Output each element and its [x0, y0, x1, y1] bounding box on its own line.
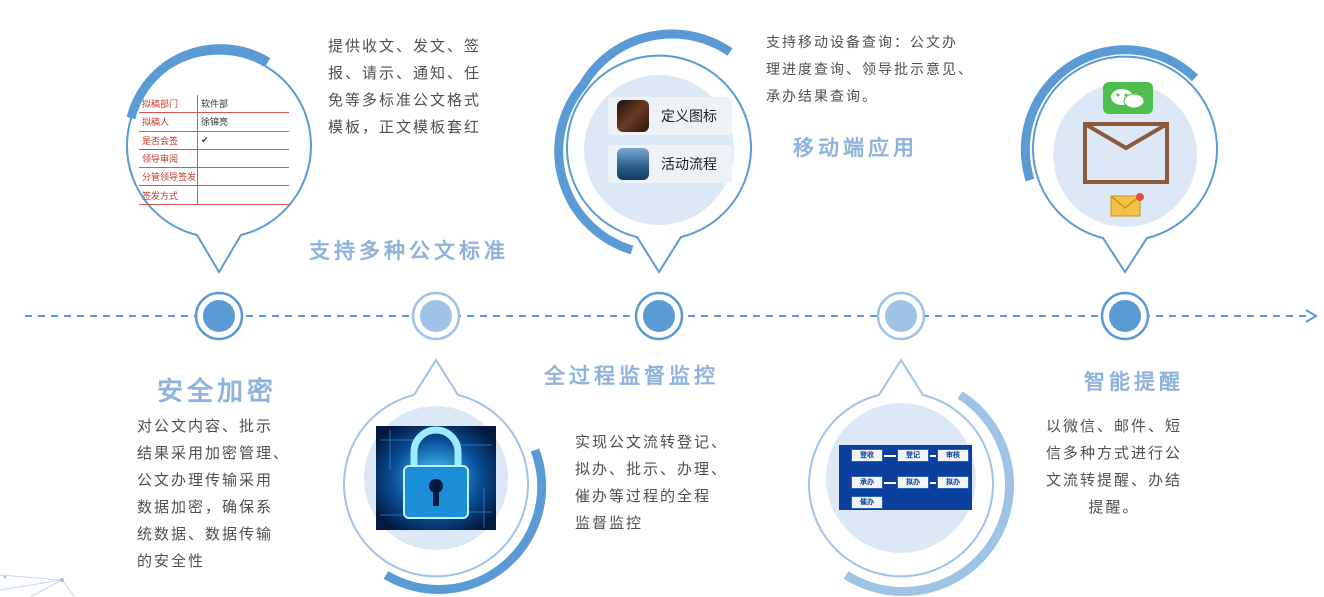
wechat-icon — [1103, 82, 1153, 114]
list-item[interactable]: 活动流程 — [608, 145, 732, 183]
feature-title-standards: 支持多种公文标准 — [309, 238, 509, 263]
bubble-reminder — [1020, 45, 1218, 274]
bubble-standards — [126, 44, 312, 274]
form-row: 分管领导签发 — [139, 168, 289, 187]
form-row-value — [197, 168, 289, 186]
list-item-label: 活动流程 — [661, 157, 717, 173]
timeline-arrow-icon — [1305, 309, 1318, 323]
feature-desc-security: 对公文内容、批示 结果采用加密管理、 公文办理传输采用 数据加密，确保系 统数据… — [137, 417, 291, 570]
feature-title-security: 安全加密 — [157, 377, 278, 407]
form-row: 拟稿部门 软件部 — [139, 95, 289, 114]
feature-title-reminder: 智能提醒 — [1084, 369, 1184, 394]
form-row: 签发方式 — [139, 186, 289, 205]
flow-arrow-icon — [930, 482, 936, 484]
flow-step: 拟办 — [937, 476, 969, 489]
form-row-value: ✔ — [197, 131, 289, 149]
flow-arrow-icon — [930, 455, 936, 457]
flow-step: 拟办 — [897, 476, 929, 489]
feature-desc-reminder: 以微信、邮件、短 信多种方式进行公 文流转提醒、办结 提醒。 — [1046, 417, 1183, 516]
timeline-node-5 — [1100, 291, 1150, 341]
document-form-preview: 拟稿部门 软件部 拟稿人 徐锦亮 是否会签 ✔ 领导审阅 分管领导签发 签发方式 — [139, 95, 289, 205]
mobile-app-list: 定义图标 活动流程 — [608, 97, 732, 193]
form-row-value: 软件部 — [197, 95, 289, 113]
form-row: 领导审阅 — [139, 149, 289, 169]
form-row-label: 是否会签 — [142, 135, 179, 146]
thumbnail-icon — [617, 100, 649, 132]
thumbnail-icon — [617, 148, 649, 180]
feature-desc-mobile: 支持移动设备查询：公文办 理进度查询、领导批示意见、 承办结果查询。 — [766, 35, 974, 105]
mail-notification-icon — [1110, 193, 1144, 217]
form-row-label: 分管领导签发 — [142, 172, 197, 183]
flow-step: 承办 — [851, 476, 883, 489]
network-decoration — [0, 574, 76, 597]
feature-title-mobile: 移动端应用 — [793, 135, 918, 160]
form-row-label: 拟稿部门 — [142, 99, 179, 110]
form-row-label: 领导审阅 — [142, 154, 179, 165]
list-item[interactable]: 定义图标 — [608, 97, 732, 135]
form-row-label: 拟稿人 — [142, 117, 170, 128]
form-row: 拟稿人 徐锦亮 — [139, 113, 289, 132]
flow-step: 审核 — [937, 449, 969, 462]
padlock-icon — [376, 426, 496, 530]
timeline-node-2 — [411, 291, 461, 341]
envelope-icon — [1083, 122, 1169, 184]
flow-step: 登记 — [897, 449, 929, 462]
feature-title-monitoring: 全过程监督监控 — [544, 363, 719, 388]
feature-desc-monitoring: 实现公文流转登记、 拟办、批示、办理、 催办等过程的全程 监督监控 — [575, 433, 729, 532]
feature-desc-standards: 提供收文、发文、签 报、请示、通知、任 免等多标准公文格式 模板，正文模板套红 — [328, 37, 482, 136]
timeline-node-3 — [634, 291, 684, 341]
form-row-value: 徐锦亮 — [197, 113, 289, 131]
flow-arrow-icon — [884, 455, 896, 457]
form-row-value — [197, 149, 289, 168]
list-item-label: 定义图标 — [661, 109, 717, 125]
timeline-node-4 — [876, 291, 926, 341]
flow-arrow-icon — [884, 482, 896, 484]
form-row-label: 签发方式 — [142, 190, 179, 201]
flow-step: 催办 — [851, 496, 883, 509]
form-row-value — [197, 186, 289, 204]
timeline-node-1 — [194, 291, 244, 341]
flow-step: 登收 — [851, 449, 883, 462]
workflow-diagram: 登收 登记 审核 承办 拟办 拟办 催办 — [839, 445, 972, 510]
form-row: 是否会签 ✔ — [139, 131, 289, 150]
